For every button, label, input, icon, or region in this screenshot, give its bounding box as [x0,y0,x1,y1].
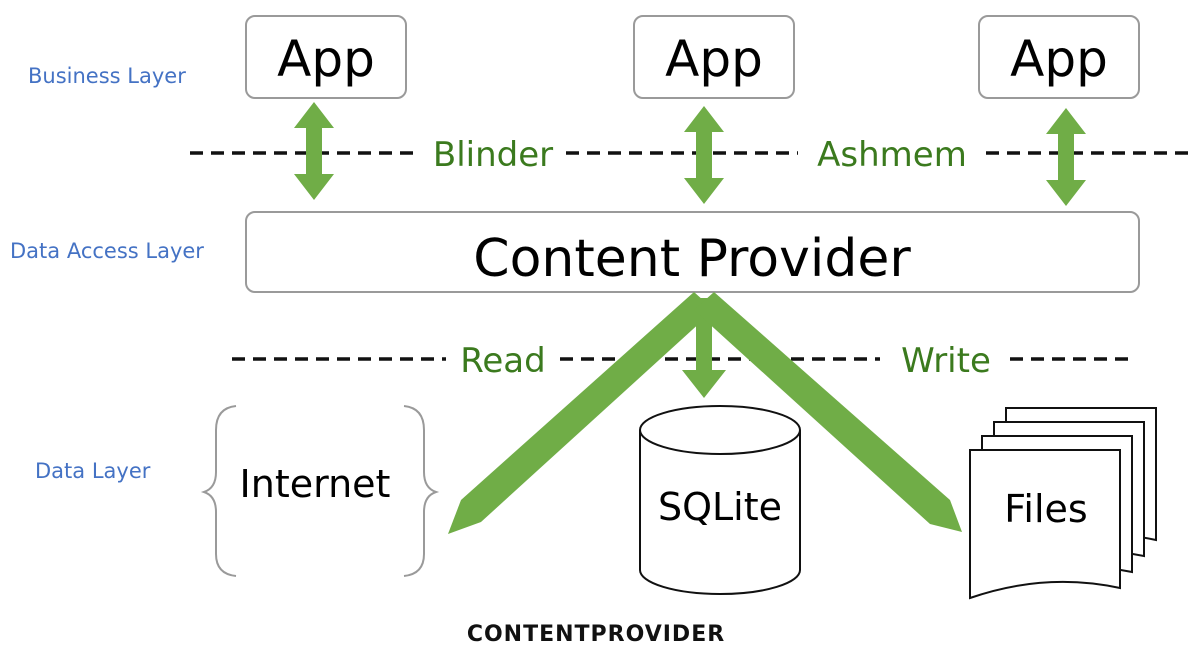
app-provider-arrow-2 [684,106,724,204]
provider-to-sqlite-arrow [682,298,726,398]
app-provider-arrow-1 [294,102,334,200]
diagram-caption: CONTENTPROVIDER [467,622,725,646]
data-access-layer-label: Data Access Layer [10,239,204,263]
read-label: Read [460,341,545,381]
files-stack-icon: Files [969,407,1157,600]
internet-source: Internet [200,405,440,577]
internet-label: Internet [240,462,391,506]
app-label-3: App [1010,30,1108,88]
app-box-1: App [245,15,407,99]
app-provider-arrow-3 [1046,108,1086,206]
sqlite-database-icon: SQLite [639,405,801,595]
blinder-label: Blinder [433,135,553,175]
right-brace-icon [403,405,440,577]
provider-to-internet-arrow [448,292,714,534]
files-label: Files [1004,487,1087,531]
app-box-3: App [978,15,1140,99]
app-box-2: App [633,15,795,99]
write-label: Write [901,341,991,381]
left-brace-icon [200,405,237,577]
content-provider-label: Content Provider [473,229,911,289]
ashmem-label: Ashmem [817,135,967,175]
app-label-2: App [665,30,763,88]
app-label-1: App [277,30,375,88]
business-layer-label: Business Layer [28,64,186,88]
content-provider-box: Content Provider [245,211,1140,293]
provider-to-files-arrow [694,292,962,532]
sqlite-label: SQLite [658,485,782,529]
data-layer-label: Data Layer [35,459,151,483]
